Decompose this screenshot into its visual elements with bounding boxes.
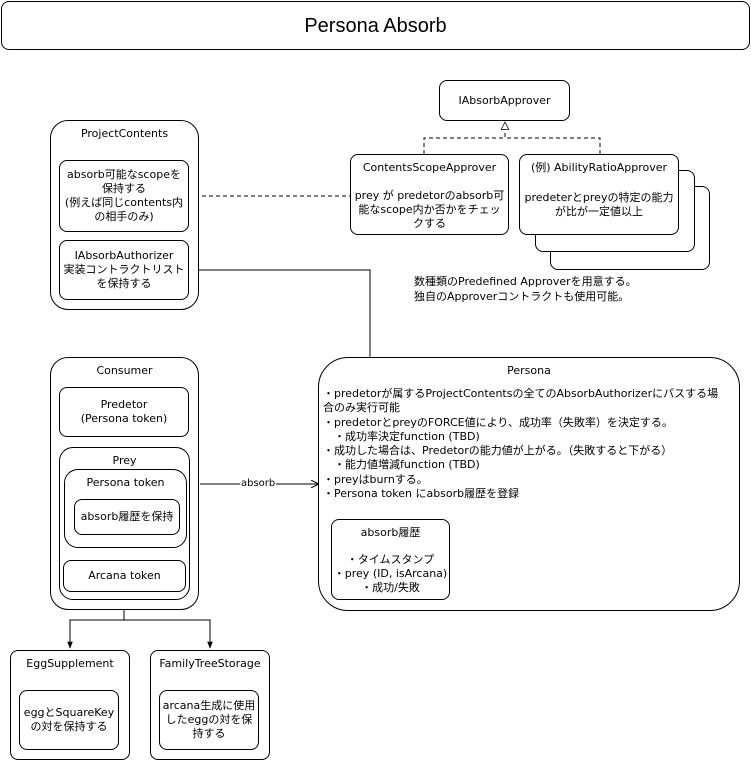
project-contents-scope-text: absorb可能なscopeを 保持する (例えば同じcontents内 の相手… (64, 168, 184, 223)
project-contents-scope-box: absorb可能なscopeを 保持する (例えば同じcontents内 の相手… (59, 160, 189, 232)
contents-scope-approver-title: ContentsScopeApprover (362, 161, 497, 174)
edge-absorb-label: absorb (240, 478, 277, 490)
family-tree-storage-title: FamilyTreeStorage (159, 657, 261, 670)
persona-title: Persona (507, 364, 551, 377)
ability-ratio-approver-node: (例) AbilityRatioApprover predeterとpreyの特… (519, 154, 679, 235)
absorb-history-title: absorb履歴 (360, 526, 421, 539)
arcana-token-text: Arcana token (88, 569, 161, 582)
edge-persona-to-authorizer (190, 270, 371, 358)
contents-scope-approver-body: prey が predetorのabsorb可 能なscope内か否かをチェッ … (354, 189, 505, 230)
ability-ratio-approver-body: predeterとpreyの特定の能力 が比が一定値以上 (524, 191, 674, 218)
authorizer-list-text: IAbsorbAuthorizer 実装コントラクトリスト を保持する (63, 249, 185, 290)
absorb-history-box: absorb履歴 ・タイムスタンプ ・prey (ID, isArcana) ・… (331, 519, 450, 600)
egg-supplement-body-box: eggとSquareKey の対を保持する (19, 690, 119, 750)
diagram-title: Persona Absorb (1, 1, 750, 50)
prey-persona-token-title: Persona token (86, 476, 165, 489)
edge-ability-ratio-to-iabsorbapprover (505, 137, 601, 154)
absorb-history-holder-text: absorb履歴を保持 (80, 510, 174, 523)
egg-supplement-body: eggとSquareKey の対を保持する (23, 706, 115, 733)
project-contents-title: ProjectContents (80, 127, 169, 140)
arcana-token-box: Arcana token (63, 560, 186, 592)
absorb-history-holder-box: absorb履歴を保持 (74, 499, 180, 535)
predetor-text: Predetor (Persona token) (80, 398, 168, 425)
edge-consumer-to-family-tree (124, 619, 213, 649)
contents-scope-approver-node: ContentsScopeApprover prey が predetorのab… (350, 154, 509, 235)
absorb-history-items: ・タイムスタンプ ・prey (ID, isArcana) ・成功/失敗 (333, 553, 448, 594)
diagram-title-text: Persona Absorb (304, 14, 447, 37)
approver-note: 数種類のPredefined Approverを用意する。 独自のApprove… (414, 275, 637, 303)
prey-title: Prey (112, 454, 137, 467)
consumer-title: Consumer (96, 364, 153, 377)
egg-supplement-title: EggSupplement (26, 657, 114, 670)
family-tree-storage-body-box: arcana生成に使用 したeggの対を保 持する (159, 690, 259, 750)
persona-rules: ・predetorが属するProjectContentsの全てのAbsorbAu… (323, 387, 719, 501)
predetor-box: Predetor (Persona token) (59, 387, 189, 437)
edge-contents-scope-to-iabsorbapprover (423, 122, 505, 154)
authorizer-list-box: IAbsorbAuthorizer 実装コントラクトリスト を保持する (59, 240, 189, 300)
iabsorbapprover-node: IAbsorbApprover (439, 80, 570, 121)
iabsorbapprover-label: IAbsorbApprover (458, 93, 551, 107)
family-tree-storage-body: arcana生成に使用 したeggの対を保 持する (162, 699, 256, 740)
ability-ratio-approver-title: (例) AbilityRatioApprover (530, 161, 668, 174)
